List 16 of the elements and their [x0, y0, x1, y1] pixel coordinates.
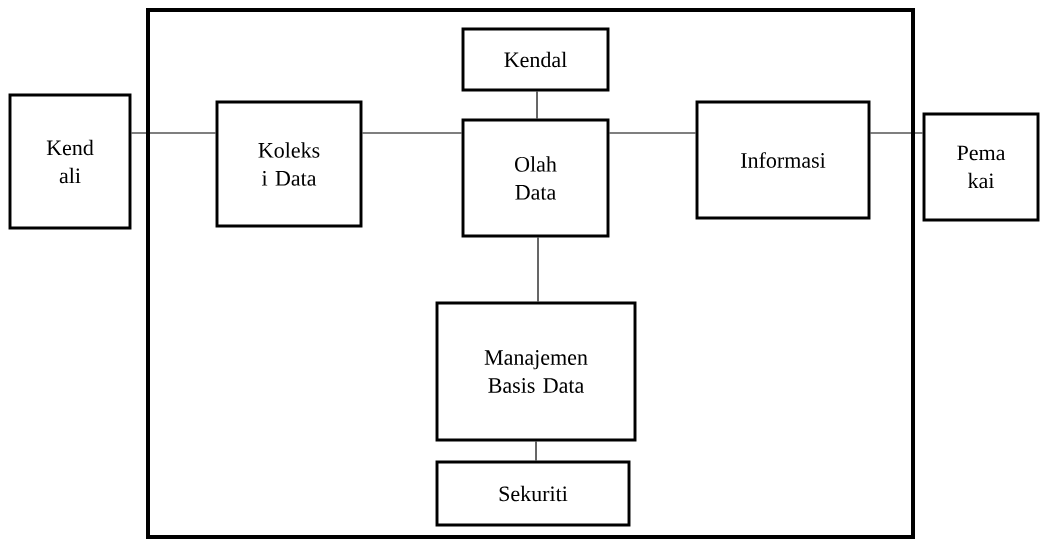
process-box: Olah Data	[461, 118, 610, 238]
connector-line	[361, 132, 463, 134]
process-box: Kend ali	[8, 93, 132, 230]
system-frame	[146, 8, 915, 539]
connector-line	[608, 132, 697, 134]
connector-line	[130, 132, 217, 134]
process-box: Koleks i Data	[215, 100, 363, 228]
connector-line	[535, 440, 537, 462]
process-box: Manajemen Basis Data	[435, 301, 637, 442]
process-box: Kendal	[461, 27, 610, 92]
connector-line	[536, 90, 538, 120]
process-box: Pema kai	[922, 112, 1040, 222]
connector-line	[869, 132, 924, 134]
process-box: Sekuriti	[435, 460, 631, 527]
connector-line	[537, 236, 539, 303]
process-box: Informasi	[695, 100, 871, 220]
